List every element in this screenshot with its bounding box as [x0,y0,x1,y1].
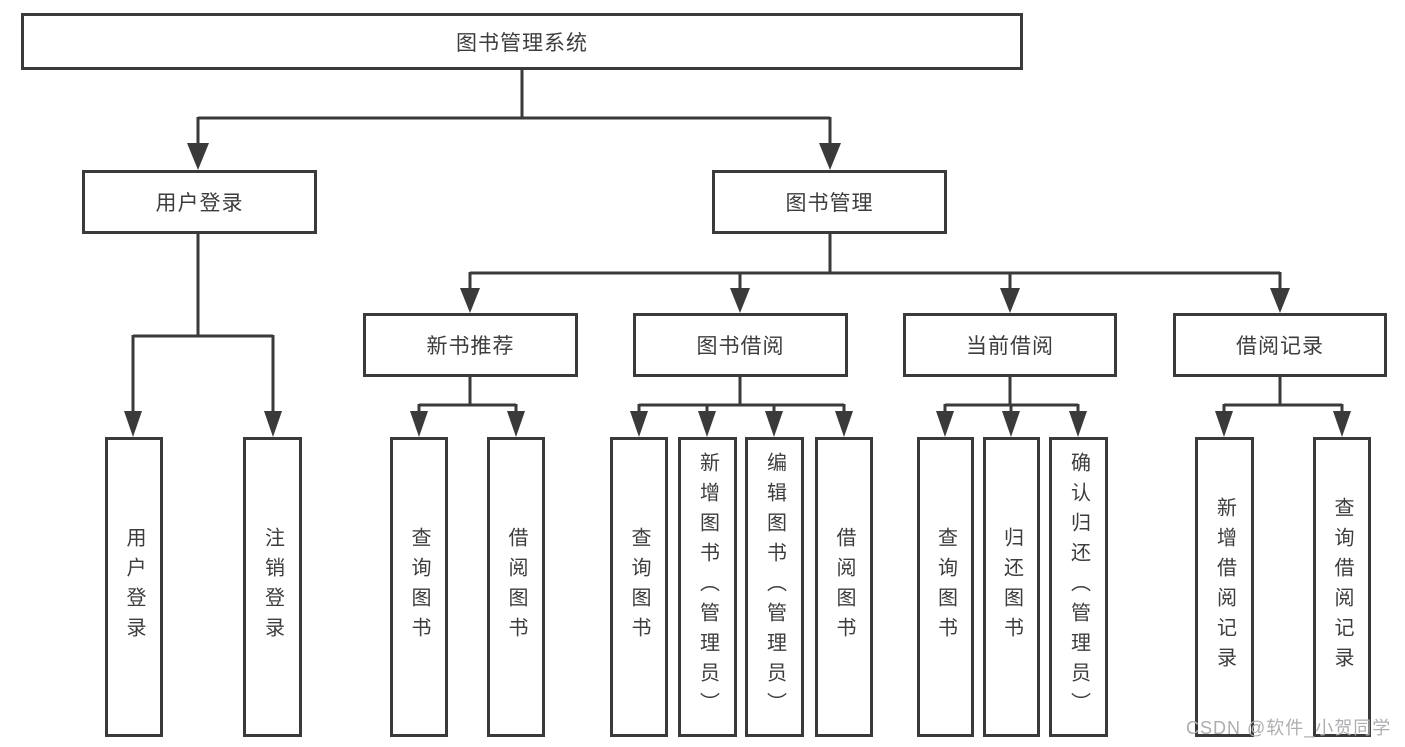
connector-root-to-level2 [187,70,841,170]
leaf-bb-query-books-label: 查询图书 [628,527,650,647]
node-book-management: 图书管理 [712,170,947,234]
leaf-cb-query-books-label: 查询图书 [934,527,957,647]
arrow-down-icon [124,411,142,437]
arrow-down-icon [1000,288,1020,313]
leaf-br-add-record-label: 新增借阅记录 [1213,497,1236,677]
arrow-down-icon [264,411,282,437]
arrow-down-icon [460,288,480,313]
arrow-down-icon [819,143,841,170]
connector-current-to-leaves [936,377,1087,437]
arrow-down-icon [1333,411,1351,437]
arrow-down-icon [936,411,954,437]
leaf-cb-return-books: 归还图书 [983,437,1040,737]
arrow-down-icon [630,411,648,437]
leaf-bb-borrow-books-label: 借阅图书 [833,527,855,647]
leaf-bb-borrow-books: 借阅图书 [815,437,873,737]
leaf-br-query-record: 查询借阅记录 [1313,437,1371,737]
leaf-bb-edit-books-admin-label: 编辑图书（管理员） [763,452,786,722]
arrow-down-icon [410,411,428,437]
node-borrow-records: 借阅记录 [1173,313,1387,377]
connector-newbook-to-leaves [410,377,525,437]
leaf-user-login-label: 用户登录 [123,527,145,647]
leaf-bb-query-books: 查询图书 [610,437,668,737]
leaf-logout-label: 注销登录 [261,527,284,647]
leaf-nb-borrow-books: 借阅图书 [487,437,545,737]
connector-borrow-to-leaves [630,377,853,437]
arrow-down-icon [765,411,783,437]
node-root-label: 图书管理系统 [456,31,588,55]
leaf-nb-query-books-label: 查询图书 [408,527,430,647]
node-current-borrow-label: 当前借阅 [966,335,1054,358]
node-new-book-recommend: 新书推荐 [363,313,578,377]
node-book-borrow: 图书借阅 [633,313,848,377]
leaf-logout: 注销登录 [243,437,302,737]
arrow-down-icon [1069,411,1087,437]
leaf-nb-query-books: 查询图书 [390,437,448,737]
leaf-bb-add-books-admin-label: 新增图书（管理员） [696,452,719,722]
watermark: CSDN @软件_小贺同学 [1186,718,1392,738]
leaf-br-add-record: 新增借阅记录 [1195,437,1254,737]
leaf-br-query-record-label: 查询借阅记录 [1331,497,1353,677]
arrow-down-icon [698,411,716,437]
connector-records-to-leaves [1215,377,1351,437]
arrow-down-icon [1215,411,1233,437]
leaf-nb-borrow-books-label: 借阅图书 [505,527,527,647]
arrow-down-icon [835,411,853,437]
node-book-borrow-label: 图书借阅 [696,335,785,358]
node-current-borrow: 当前借阅 [903,313,1117,377]
connector-mgmt-to-level3 [460,234,1290,313]
leaf-bb-add-books-admin: 新增图书（管理员） [678,437,737,737]
node-root: 图书管理系统 [21,13,1023,70]
leaf-cb-query-books: 查询图书 [917,437,974,737]
leaf-cb-confirm-return-admin-label: 确认归还（管理员） [1067,452,1090,722]
leaf-cb-return-books-label: 归还图书 [1000,527,1023,647]
arrow-down-icon [1270,288,1290,313]
node-user-login-label: 用户登录 [155,192,244,215]
leaf-bb-edit-books-admin: 编辑图书（管理员） [745,437,804,737]
connector-login-to-leaves [124,233,282,437]
arrow-down-icon [730,288,750,313]
leaf-cb-confirm-return-admin: 确认归还（管理员） [1049,437,1108,737]
node-new-book-recommend-label: 新书推荐 [426,335,515,358]
arrow-down-icon [1002,411,1020,437]
node-borrow-records-label: 借阅记录 [1236,335,1324,358]
node-book-management-label: 图书管理 [785,192,874,215]
arrow-down-icon [507,411,525,437]
node-user-login: 用户登录 [82,170,317,234]
arrow-down-icon [187,143,209,170]
leaf-user-login: 用户登录 [105,437,163,737]
